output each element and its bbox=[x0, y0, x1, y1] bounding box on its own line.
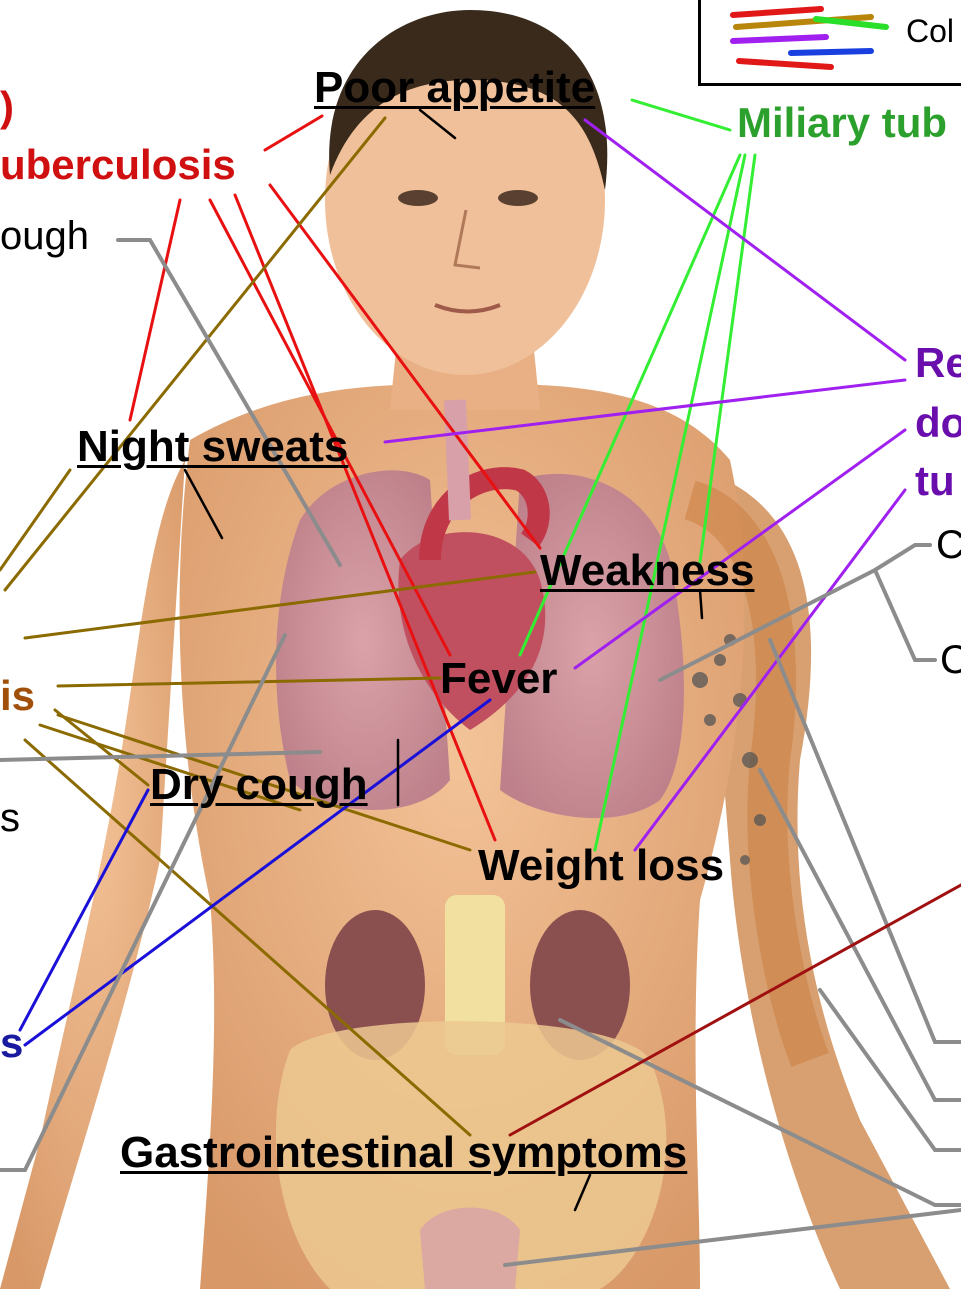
cough-fragment: ough bbox=[0, 216, 89, 256]
line-purple-night-sweats bbox=[385, 380, 905, 442]
s-fragment: s bbox=[0, 798, 20, 838]
pointer-poor-appetite bbox=[420, 110, 455, 138]
symptom-weight-loss: Weight loss bbox=[478, 844, 724, 888]
brown-category-label: is bbox=[0, 675, 35, 717]
pointer-gastro bbox=[575, 1175, 590, 1210]
symptom-fever: Fever bbox=[440, 657, 557, 701]
line-grey-dry-cough bbox=[0, 752, 320, 760]
legend-label: Col bbox=[906, 15, 954, 47]
line-red-weakness bbox=[270, 185, 540, 548]
line-blue-dry-cough bbox=[20, 790, 148, 1030]
c-fragment-2: C bbox=[940, 640, 961, 680]
reactivation-label-1: Re bbox=[915, 342, 961, 384]
miliary-label: Miliary tub bbox=[737, 102, 947, 144]
symptom-gastrointestinal: Gastrointestinal symptoms bbox=[120, 1131, 687, 1175]
line-grey-cough bbox=[118, 240, 340, 565]
swatch-4 bbox=[733, 37, 826, 41]
symptom-dry-cough: Dry cough bbox=[150, 763, 368, 807]
pointer-night-sweats bbox=[185, 470, 222, 538]
line-olive-poor-appetite bbox=[5, 118, 385, 590]
legend-box: Col bbox=[698, 0, 961, 86]
swatch-6 bbox=[739, 61, 831, 67]
c-fragment-1: C bbox=[936, 525, 961, 565]
line-olive-weakness bbox=[25, 572, 535, 638]
swatch-3 bbox=[816, 19, 886, 27]
symptom-night-sweats: Night sweats bbox=[77, 425, 348, 469]
swatch-5 bbox=[791, 51, 871, 53]
line-red-night-sweats bbox=[130, 200, 180, 420]
line-grey-lower-left bbox=[0, 635, 285, 1170]
line-red-poor-appetite bbox=[265, 116, 322, 150]
blue-category-label: s bbox=[0, 1022, 23, 1064]
line-red-weight-loss bbox=[235, 195, 495, 840]
line-green-weight-loss bbox=[595, 155, 745, 850]
swatch-1 bbox=[733, 9, 821, 15]
symptom-poor-appetite: Poor appetite bbox=[314, 66, 595, 110]
line-grey-right-5 bbox=[505, 1210, 961, 1265]
line-green-weakness bbox=[700, 155, 755, 562]
line-darkred-gastro bbox=[510, 885, 961, 1135]
line-green-poor-appetite bbox=[632, 100, 730, 130]
legend-swatches bbox=[721, 0, 891, 83]
line-olive-fever bbox=[58, 678, 440, 686]
line-olive-dry-cough bbox=[55, 710, 148, 785]
reactivation-label-3: tu bbox=[915, 460, 955, 502]
line-grey-c2 bbox=[875, 570, 935, 660]
pulmonary-label-2: uberculosis bbox=[0, 144, 236, 186]
line-grey-right-4 bbox=[560, 1020, 961, 1205]
pulmonary-label-1: ) bbox=[0, 86, 14, 128]
symptom-weakness: Weakness bbox=[540, 549, 754, 593]
line-grey-right-2 bbox=[760, 770, 961, 1100]
reactivation-label-2: do bbox=[915, 402, 961, 444]
